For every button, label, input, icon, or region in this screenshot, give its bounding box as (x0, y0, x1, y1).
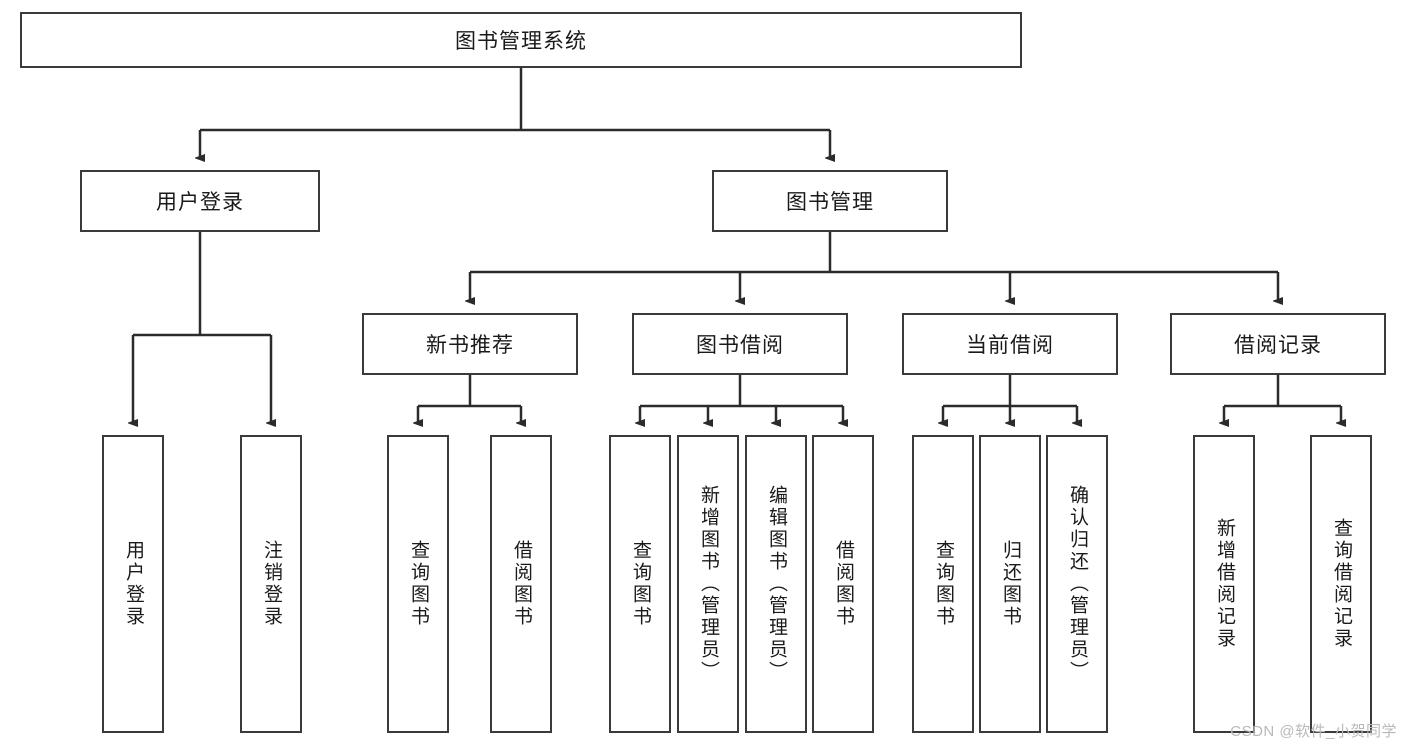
leaf-edit-book-admin[interactable]: 编辑图书（管理员） (745, 435, 807, 733)
leaf-add-borrow-record[interactable]: 新增借阅记录 (1193, 435, 1255, 733)
leaf-confirm-return-admin[interactable]: 确认归还（管理员） (1046, 435, 1108, 733)
node-current-borrow[interactable]: 当前借阅 (902, 313, 1118, 375)
node-label: 用户登录 (122, 540, 144, 628)
node-book-management[interactable]: 图书管理 (712, 170, 948, 232)
node-label: 归还图书 (999, 540, 1021, 628)
leaf-query-book-new[interactable]: 查询图书 (387, 435, 449, 733)
node-book-borrow[interactable]: 图书借阅 (632, 313, 848, 375)
leaf-query-book-borrow[interactable]: 查询图书 (609, 435, 671, 733)
node-label: 查询图书 (932, 540, 954, 628)
node-label: 借阅图书 (510, 540, 532, 628)
node-label: 新增图书（管理员） (697, 485, 719, 683)
leaf-logout-login[interactable]: 注销登录 (240, 435, 302, 733)
node-label: 注销登录 (260, 540, 282, 628)
node-label: 编辑图书（管理员） (765, 485, 787, 683)
node-user-login[interactable]: 用户登录 (80, 170, 320, 232)
node-label: 新书推荐 (426, 334, 514, 357)
leaf-query-borrow-record[interactable]: 查询借阅记录 (1310, 435, 1372, 733)
node-label: 图书管理 (786, 191, 874, 214)
node-label: 图书管理系统 (455, 30, 587, 53)
node-label: 确认归还（管理员） (1066, 485, 1088, 683)
node-borrow-record[interactable]: 借阅记录 (1170, 313, 1386, 375)
node-new-book-recommend[interactable]: 新书推荐 (362, 313, 578, 375)
node-label: 新增借阅记录 (1213, 518, 1235, 650)
node-label: 借阅记录 (1234, 334, 1322, 357)
leaf-borrow-book-new[interactable]: 借阅图书 (490, 435, 552, 733)
leaf-borrow-book[interactable]: 借阅图书 (812, 435, 874, 733)
leaf-user-login[interactable]: 用户登录 (102, 435, 164, 733)
leaf-add-book-admin[interactable]: 新增图书（管理员） (677, 435, 739, 733)
node-root-system[interactable]: 图书管理系统 (20, 12, 1022, 68)
watermark-text: CSDN @软件_小贺同学 (1230, 723, 1397, 740)
node-label: 查询图书 (407, 540, 429, 628)
node-label: 查询借阅记录 (1330, 518, 1352, 650)
node-label: 用户登录 (156, 191, 244, 214)
node-label: 当前借阅 (966, 334, 1054, 357)
node-label: 查询图书 (629, 540, 651, 628)
leaf-query-book-current[interactable]: 查询图书 (912, 435, 974, 733)
node-label: 借阅图书 (832, 540, 854, 628)
node-label: 图书借阅 (696, 334, 784, 357)
leaf-return-book[interactable]: 归还图书 (979, 435, 1041, 733)
